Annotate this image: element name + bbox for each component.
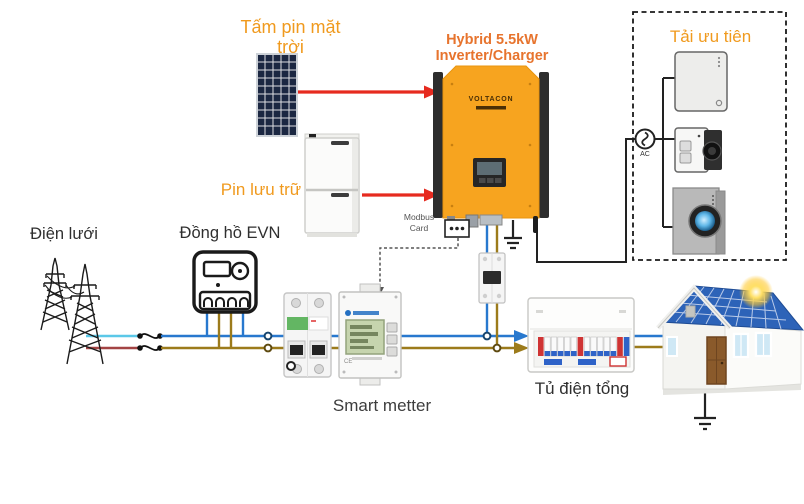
junction-node-icon <box>263 331 502 353</box>
washing-machine-icon <box>672 187 726 255</box>
house-icon <box>656 275 804 395</box>
battery-icon <box>304 133 360 237</box>
grid-wires <box>86 138 676 354</box>
battery-label: Pin lưu trữ <box>220 180 302 199</box>
inverter-display <box>473 158 506 187</box>
priority-load-box <box>632 11 787 261</box>
transmission-tower-icon <box>40 257 104 365</box>
priority-load-label: Tải ưu tiên <box>669 27 752 46</box>
smart-meter-icon <box>338 283 402 386</box>
ac-label: AC <box>640 151 650 158</box>
distribution-board-icon <box>527 297 635 373</box>
inverter-brand-label: VOLTACON <box>468 96 514 103</box>
line-break-icon <box>137 333 163 351</box>
house-window <box>732 331 773 359</box>
fridge-icon <box>674 51 728 112</box>
dc-arrow <box>297 85 439 202</box>
inverter-title: Hybrid 5.5kW Inverter/Charger <box>435 32 549 64</box>
ac-source-icon <box>634 128 656 150</box>
modbus-card-label: Modbus Card <box>403 212 435 233</box>
evn-meter-icon <box>192 250 258 314</box>
breaker-icon <box>283 292 332 378</box>
sun-glare-icon <box>739 275 773 309</box>
evn-meter-label: Đồng hồ EVN <box>179 224 281 242</box>
modbus-comms-line <box>376 238 459 295</box>
solar-panel-label: Tấm pin mặt trời <box>240 17 341 57</box>
ground-icon <box>504 220 522 250</box>
projector-icon <box>674 127 722 173</box>
breaker-icon <box>478 252 506 304</box>
grid-label: Điện lưới <box>30 225 98 243</box>
main-panel-label: Tủ điện tổng <box>534 379 630 398</box>
house-door <box>706 336 727 385</box>
solar-panel-icon <box>256 53 298 137</box>
inverter-icon <box>433 65 549 233</box>
ground-icon <box>694 386 716 431</box>
smart-meter-ce-mark: CE <box>344 359 353 365</box>
smart-meter-label: Smart metter <box>332 396 432 415</box>
modbus-card-icon <box>444 219 470 238</box>
